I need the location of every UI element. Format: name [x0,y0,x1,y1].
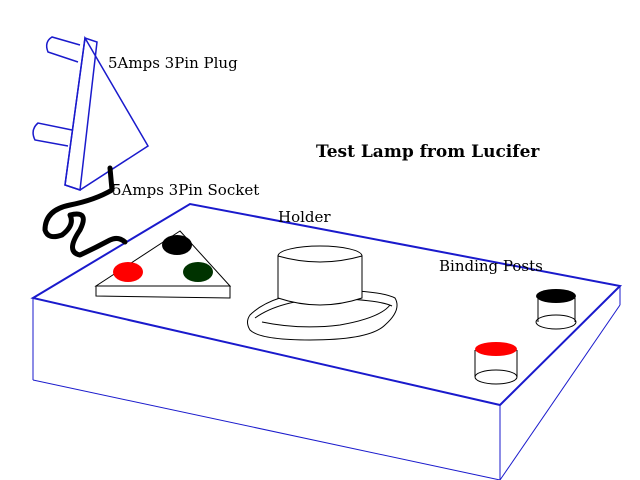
board-box [30,202,623,480]
socket-label: 5Amps 3Pin Socket [112,181,259,199]
holder-label: Holder [278,208,331,226]
diagram-title: Test Lamp from Lucifer [316,142,540,162]
binding-post-icon [474,289,577,385]
three-pin-plug-icon [32,35,150,192]
socket-hole-neutral [183,262,213,282]
binding-post-black [536,289,576,303]
binding-posts-label: Binding Posts [439,257,543,275]
socket-hole-live [113,262,143,282]
lamp-holder-icon [247,245,398,341]
three-pin-socket-icon [94,230,232,299]
socket-hole-earth [162,235,192,255]
binding-post-red [475,342,517,356]
plug-label: 5Amps 3Pin Plug [108,54,238,72]
power-cable-icon [42,165,128,258]
